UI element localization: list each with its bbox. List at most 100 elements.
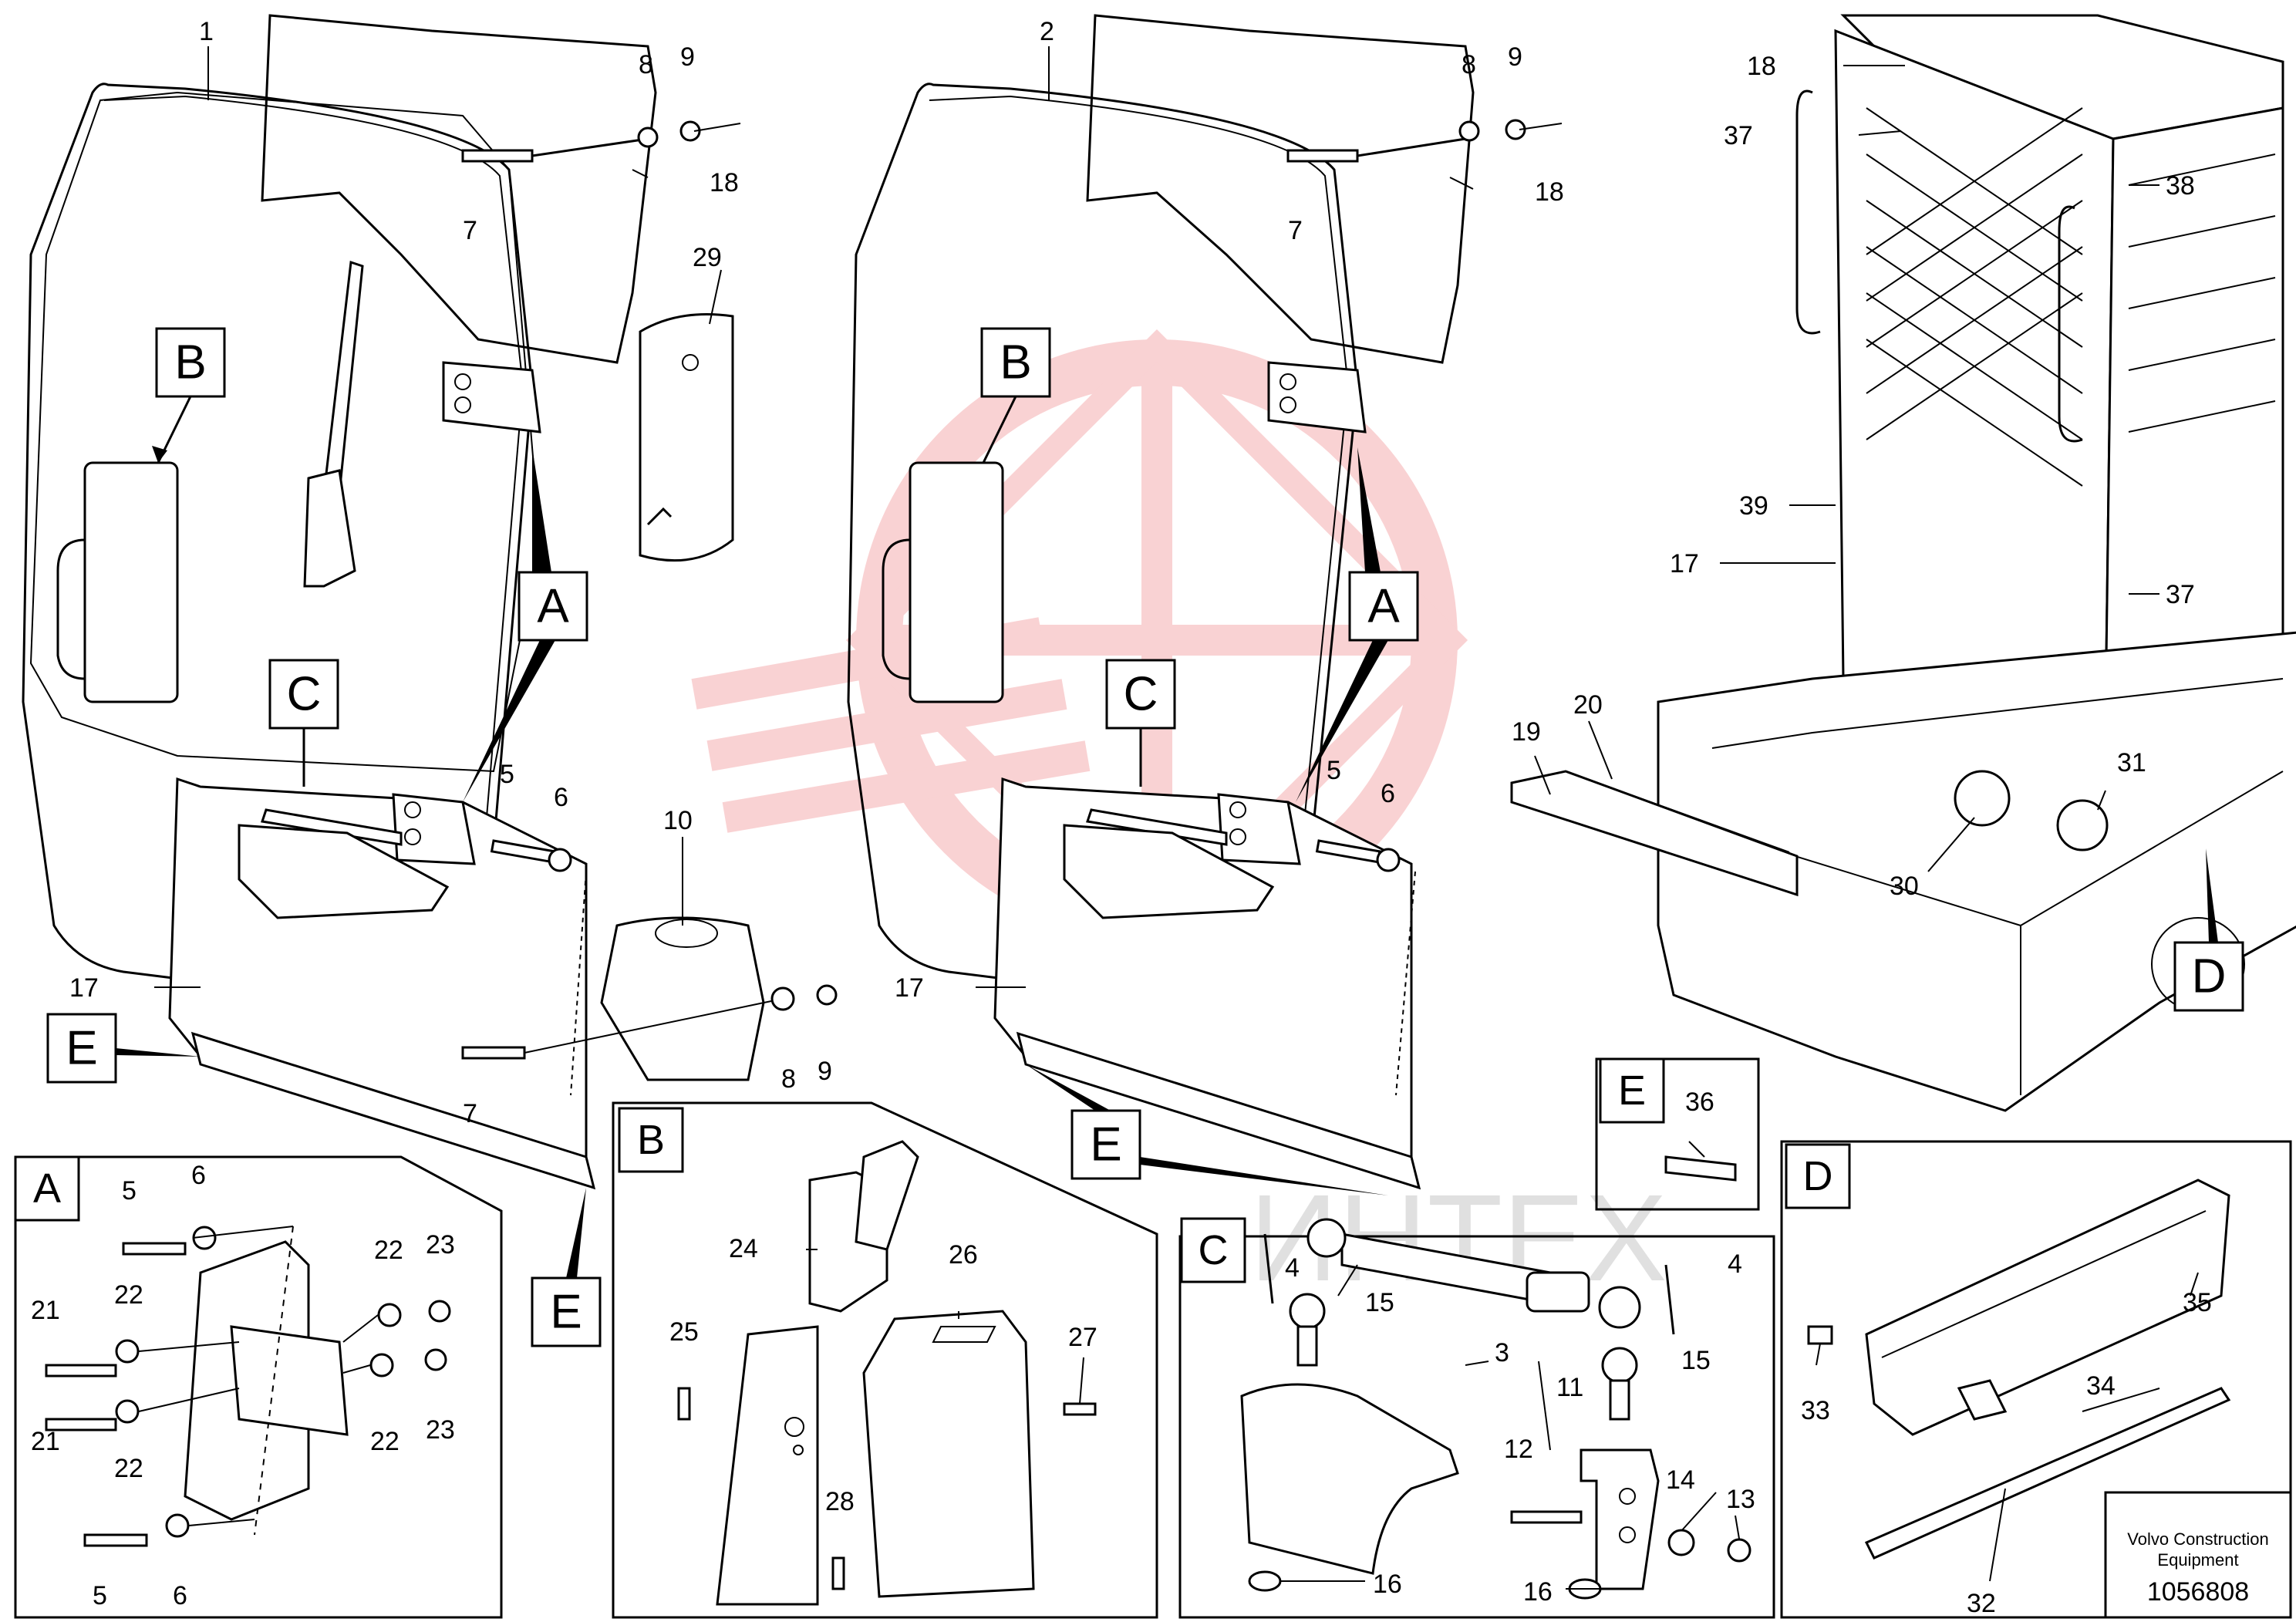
label-18-center: 18 xyxy=(1535,177,1564,207)
washer-6-center xyxy=(1376,848,1401,872)
label-22-a-2: 22 xyxy=(114,1454,143,1483)
bracket-center xyxy=(1063,824,1275,919)
detail-e-letter: E xyxy=(1618,1067,1646,1114)
hinge-upper-left xyxy=(442,361,541,433)
washer-8-left-bottom xyxy=(770,986,795,1011)
bolt-7-left-top xyxy=(461,149,534,163)
panel-18-left xyxy=(261,14,657,364)
label-35: 35 xyxy=(2183,1288,2212,1317)
label-15-left: 15 xyxy=(1365,1288,1394,1317)
label-24: 24 xyxy=(729,1234,758,1263)
label-7-left-bottom: 7 xyxy=(463,1099,477,1128)
label-12: 12 xyxy=(1504,1435,1533,1464)
bolt-12 xyxy=(1510,1510,1583,1524)
detail-panel-e: E xyxy=(1595,1057,1760,1211)
housing-26 xyxy=(862,1310,1035,1598)
label-4-right: 4 xyxy=(1728,1249,1742,1279)
nut-13 xyxy=(1727,1538,1752,1563)
bolt-5-a-bottom xyxy=(83,1533,148,1547)
washer-8-left-top xyxy=(637,126,659,148)
bolt-21-a-2 xyxy=(45,1418,117,1431)
handle-housing-center xyxy=(909,461,1004,703)
label-25: 25 xyxy=(669,1317,699,1347)
gas-strut-center xyxy=(1086,808,1228,846)
detail-panel-a: A xyxy=(14,1155,503,1619)
strip-32 xyxy=(1864,1387,2231,1560)
pulley-31 xyxy=(2056,799,2109,851)
leader-lines xyxy=(154,46,2199,1590)
door-glass-left xyxy=(29,91,541,773)
door-assembly-left xyxy=(22,14,838,1190)
label-8-left-top: 8 xyxy=(639,50,653,79)
lower-strip-center xyxy=(1016,1031,1421,1190)
label-31: 31 xyxy=(2117,748,2146,777)
block-33 xyxy=(1807,1325,1833,1345)
nut-9-left-bottom xyxy=(816,984,838,1006)
label-22-a-1: 22 xyxy=(114,1280,143,1310)
label-37-bottom: 37 xyxy=(2166,580,2195,609)
label-21-a-2: 21 xyxy=(31,1427,60,1456)
label-19: 19 xyxy=(1512,717,1541,747)
label-16-right: 16 xyxy=(1523,1577,1553,1607)
gas-strut-left xyxy=(261,808,403,846)
label-21-a-1: 21 xyxy=(31,1296,60,1325)
label-4-left: 4 xyxy=(1285,1253,1300,1283)
label-34: 34 xyxy=(2086,1371,2116,1401)
washer-14 xyxy=(1667,1529,1695,1556)
wiper-arm-left xyxy=(322,260,364,495)
panel-18-center xyxy=(1086,14,1475,364)
nut-9-center xyxy=(1505,119,1526,140)
label-15-right: 15 xyxy=(1681,1346,1711,1375)
label-3: 3 xyxy=(1495,1338,1509,1367)
callout-a-center: A xyxy=(1367,580,1400,633)
label-18-cab: 18 xyxy=(1747,52,1776,81)
label-36: 36 xyxy=(1685,1088,1714,1117)
drawing-number: 1056808 xyxy=(2147,1577,2249,1607)
callout-d-right: D xyxy=(2192,950,2227,1003)
handle-housing-left xyxy=(83,461,179,703)
label-9-center: 9 xyxy=(1508,42,1522,72)
label-5-a-top: 5 xyxy=(122,1176,137,1206)
part-number-labels: 1 2 3 4 4 5 5 5 5 6 6 6 6 7 7 7 8 8 8 9 … xyxy=(31,17,2212,1618)
label-6-center: 6 xyxy=(1381,779,1395,808)
door-handle-center xyxy=(882,538,911,680)
label-33: 33 xyxy=(1801,1396,1830,1425)
label-38: 38 xyxy=(2166,171,2195,201)
footer-block: Volvo Construction Equipment 1056808 xyxy=(2127,1529,2268,1607)
label-8-center: 8 xyxy=(1462,50,1476,79)
label-13: 13 xyxy=(1726,1485,1755,1514)
screw-27 xyxy=(1063,1402,1097,1416)
callout-b-center: B xyxy=(1000,336,1031,389)
washer-6-left xyxy=(548,848,572,872)
pulley-30 xyxy=(1954,770,2011,827)
detail-a-letter: A xyxy=(33,1165,61,1212)
label-2: 2 xyxy=(1040,17,1054,46)
label-37-top: 37 xyxy=(1724,121,1753,150)
label-17-cab: 17 xyxy=(1670,549,1699,578)
bolt-7-left-bottom xyxy=(461,1046,526,1060)
label-26: 26 xyxy=(949,1240,978,1270)
detail-c-letter: C xyxy=(1199,1227,1229,1273)
label-6-a-bottom: 6 xyxy=(173,1581,187,1610)
door-handle-left xyxy=(56,538,86,680)
wiper-motor-left xyxy=(303,469,356,588)
label-11: 11 xyxy=(1556,1373,1583,1402)
detail-panel-b: B xyxy=(612,1101,1158,1619)
label-17-left: 17 xyxy=(69,973,99,1003)
washer-8-center xyxy=(1458,120,1480,142)
clip-34 xyxy=(1957,1379,2008,1421)
seal-36 xyxy=(1664,1155,1737,1182)
nut-9-left-top xyxy=(679,120,701,142)
label-28: 28 xyxy=(825,1487,855,1516)
callout-c-center: C xyxy=(1124,668,1158,721)
detail-panel-d: D xyxy=(1780,1140,2292,1619)
label-5-left: 5 xyxy=(500,760,514,789)
detail-panel-c: C xyxy=(1178,1217,1775,1619)
label-23-a-2: 23 xyxy=(426,1415,455,1445)
brand-line-1: Volvo Construction xyxy=(2127,1529,2268,1549)
label-9-left-top: 9 xyxy=(680,42,695,72)
callout-e-left-lower: E xyxy=(550,1286,582,1339)
callout-markers: B A C E E B A C E D xyxy=(46,327,2244,1347)
callout-e-left: E xyxy=(66,1022,97,1075)
rail-19-20 xyxy=(1510,770,1799,897)
